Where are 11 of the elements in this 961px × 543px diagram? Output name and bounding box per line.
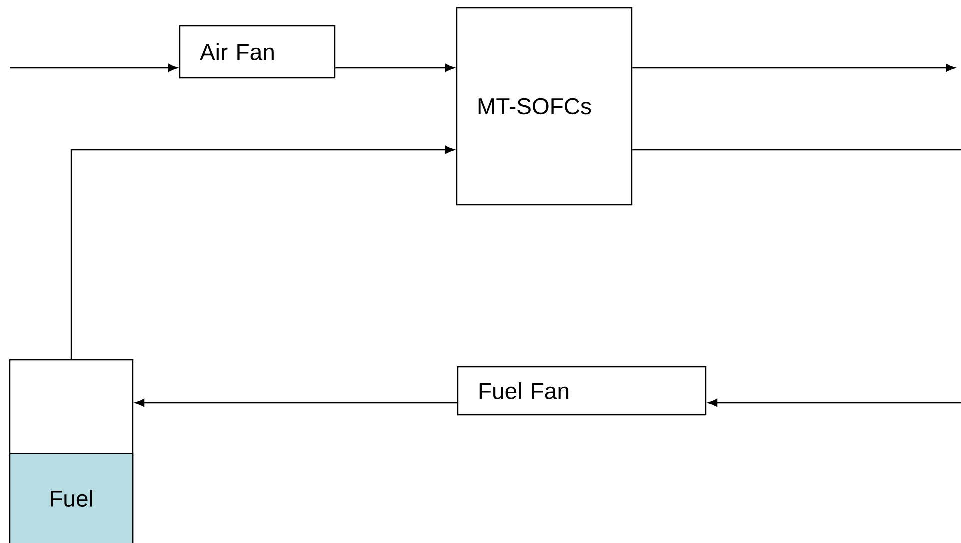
arrow [10,64,178,72]
arrow [632,64,956,72]
connector-line [632,149,961,151]
arrow [135,398,458,407]
arrow [70,146,455,360]
process-box: Fuel Fan [457,366,707,416]
process-box: MT-SOFCs [456,7,633,206]
tank-content: Fuel [9,452,134,543]
arrow [708,398,961,407]
process-box: Air Fan [179,25,336,79]
arrow [336,64,455,72]
